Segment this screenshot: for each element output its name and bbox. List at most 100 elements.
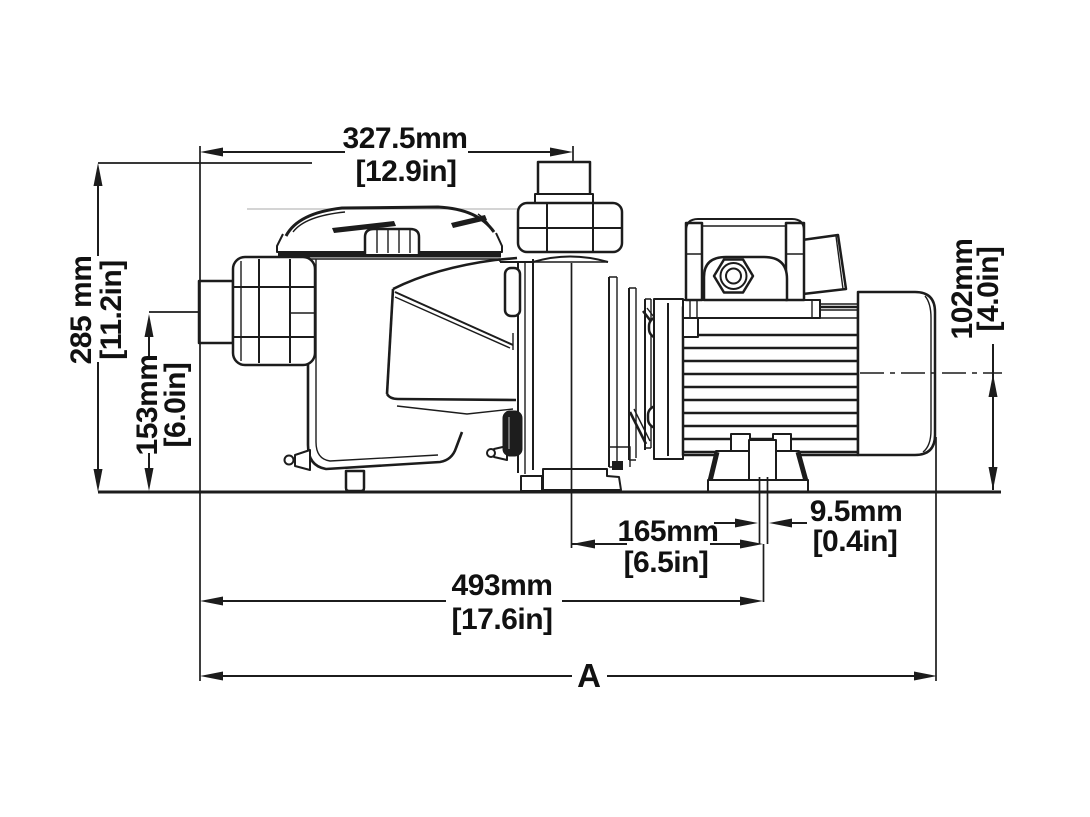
dim-overall-height-in-label: [11.2in] (95, 260, 128, 359)
inlet-nut-detail (240, 261, 315, 361)
drain-plug-cone (294, 449, 311, 471)
arrow-left-icon (572, 539, 595, 549)
volute-base (542, 468, 622, 491)
horn-diagonal-inner (394, 296, 514, 350)
dim-top-width-mm-label: 327.5mm (343, 122, 468, 155)
horn-bottom-inner (396, 405, 514, 415)
pot-foot (344, 469, 366, 493)
horn-bottom-edge (385, 393, 517, 402)
arrow-right-icon (914, 671, 937, 681)
dim-inlet-height: 153mm [6.0in] (131, 314, 192, 491)
drain-plug-tip (283, 454, 295, 466)
lid-dome-inner (292, 211, 493, 233)
junction-box-right-post (784, 221, 806, 302)
discharge-collar (532, 255, 609, 263)
drain-plug (283, 449, 311, 471)
motor-body (681, 305, 860, 457)
dim-discharge-to-bolt: 165mm [6.5in] (572, 515, 763, 579)
clamp-knob-bottom (502, 410, 523, 457)
volute-flange-bands (517, 259, 646, 473)
lid-handle-ribs (376, 230, 411, 253)
pot-outline (306, 259, 464, 471)
dim-base-length: 493mm [17.6in] (200, 569, 763, 636)
arrow-right-icon (550, 147, 573, 157)
clamp-knob-bottom-body (502, 410, 523, 457)
extension-lines (98, 146, 937, 681)
pot-top-edge (308, 258, 501, 262)
arrow-left-icon (200, 596, 223, 606)
discharge-union (516, 160, 624, 263)
clamp-knob-top (503, 266, 522, 318)
arrow-down-icon (144, 468, 154, 491)
arrow-down-icon (988, 467, 998, 490)
strainer-lid (276, 205, 503, 262)
inlet-nut-facets (234, 259, 314, 363)
dim-165-mm-label: 165mm (618, 515, 719, 548)
pump-artwork (197, 160, 937, 493)
dim-9p5-in-label: [0.4in] (813, 525, 898, 558)
junction-box-top (685, 218, 805, 232)
volute-horn (385, 256, 518, 415)
volute-base-pad (520, 475, 543, 492)
junction-box-plate-foot (682, 317, 699, 338)
junction-box-top-inner (686, 225, 804, 255)
dim-9p5-mm-label: 9.5mm (810, 495, 903, 528)
volute-flange-detail (524, 262, 652, 474)
cable-gland-nut (712, 258, 755, 294)
horn-diagonal (394, 291, 514, 346)
junction-box-left-post (684, 221, 704, 302)
junction-box-plate (682, 299, 821, 319)
lower-bracket-slant (628, 411, 648, 445)
arrow-left-icon (200, 671, 223, 681)
volute-drain-tip (486, 448, 496, 458)
gland-inner-circle (725, 267, 742, 285)
motor (653, 290, 937, 460)
discharge-nut-facets (519, 204, 621, 251)
volute (486, 259, 652, 492)
arrow-up-icon (144, 314, 154, 337)
ext-slot-edges (758, 477, 769, 544)
arrow-up-icon (988, 374, 998, 397)
dim-overall-height-mm-label: 285 mm (65, 256, 98, 365)
horn-top-edge (392, 256, 518, 291)
arrow-right-icon (740, 539, 763, 549)
dim-top-width-in-label: [12.9in] (355, 155, 456, 188)
foot-tab-left (730, 433, 751, 452)
discharge-pipe-stub (536, 160, 592, 199)
lower-bracket-slant2 (633, 408, 651, 442)
dim-motor-axis-height: 102mm [4.0in] (946, 239, 1005, 490)
inlet-union-nut (231, 255, 317, 367)
volute-dark-block (612, 461, 623, 470)
dim-motor-axis-mm-label: 102mm (946, 239, 979, 340)
dim-motor-axis-in-label: [4.0in] (972, 247, 1005, 332)
dim-493-in-label: [17.6in] (451, 603, 552, 636)
dim-slot-width: 9.5mm [0.4in] (714, 495, 903, 558)
motor-end-cap (856, 290, 937, 457)
dim-493-mm-label: 493mm (452, 569, 553, 602)
dim-165-in-label: [6.5in] (624, 546, 709, 579)
dim-inlet-height-in-label: [6.0in] (159, 363, 192, 448)
foot-gussets (707, 451, 809, 482)
inlet-pipe-stub (197, 279, 235, 345)
lid-slot-left (332, 221, 396, 233)
arrow-right-icon (740, 596, 763, 606)
pot-inner-wall (315, 259, 439, 462)
motor-foot (707, 433, 809, 493)
horn-spine (385, 288, 395, 395)
motor-end-cap-seam (922, 295, 932, 453)
foot-column (748, 439, 777, 482)
dim-inlet-height-mm-label: 153mm (131, 355, 164, 456)
arrow-up-icon (93, 163, 103, 186)
arrow-down-icon (93, 469, 103, 492)
dim-A-label: A (577, 657, 601, 694)
conduit-leads (820, 303, 858, 311)
foot-base-pad (707, 479, 809, 493)
junction-box-plate-detail (689, 300, 813, 318)
arrow-left-icon (769, 518, 792, 528)
junction-box (682, 218, 858, 338)
dim-overall-height: 285 mm [11.2in] (65, 163, 128, 492)
lid-slot-right (451, 215, 487, 228)
arrow-left-icon (200, 147, 223, 157)
